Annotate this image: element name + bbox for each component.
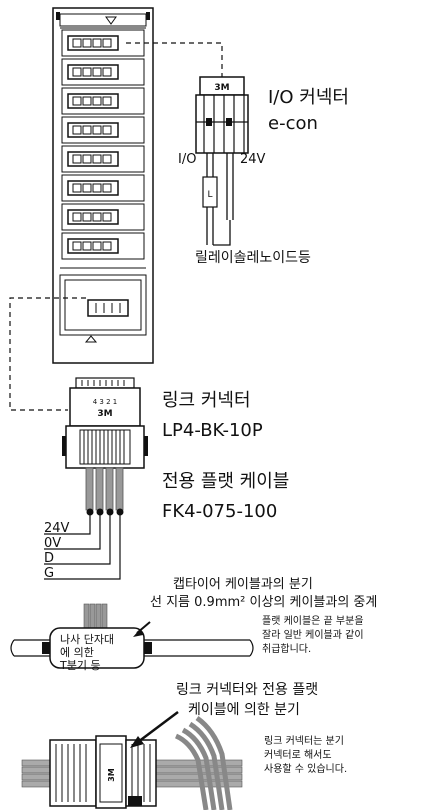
link-note-line-3: 사용할 수 있습니다. (264, 763, 347, 775)
flat-note-line-1: 플랫 케이블은 끝 부분을 (262, 615, 364, 627)
econ-label: e-con (268, 113, 318, 134)
dashed-link-econ (126, 42, 223, 78)
wire-g-label: G (44, 566, 54, 581)
screw-terminal-branch (10, 603, 254, 669)
link-connector-label: 링크 커넥터 (162, 390, 251, 411)
flat-note-line-2: 잘라 일반 케이블과 같이 (262, 629, 364, 641)
terminal-line-2: 에 의한 (60, 646, 94, 659)
io-slot-7 (61, 203, 145, 231)
io-slot-8 (61, 232, 145, 260)
io-connector-label: I/O 커넥터 (268, 87, 349, 108)
v24-top-label: 24V (240, 152, 266, 167)
link-brand-label: 3M (97, 409, 112, 419)
terminal-line-1: 나사 단자대 (60, 633, 114, 646)
wire-breakout (44, 508, 124, 580)
bottom-brand-label: 3M (107, 768, 116, 782)
terminal-line-3: T분기 등 (59, 659, 101, 672)
relay-note-label: 선 지름 0.9mm² 이상의 케이블과의 중계 (150, 595, 377, 610)
link-connector: 4 3 2 1 3M (62, 377, 148, 511)
dashed-link-lp4 (9, 297, 86, 411)
econ-connector: 3M L (195, 76, 249, 246)
relay-label: 릴레이솔레노이드등 (195, 250, 311, 266)
io-slot-1 (61, 29, 145, 57)
io-slot-5 (61, 145, 145, 173)
io-slot-4 (61, 116, 145, 144)
io-slot-6 (61, 174, 145, 202)
link-note-line-1: 링크 커넥터는 분기 (264, 735, 344, 747)
flat-note-line-3: 취급합니다. (262, 643, 311, 655)
cabtyre-branch-label: 캡타이어 케이블과의 분기 (173, 577, 313, 592)
io-wire-label: I/O (178, 152, 196, 167)
io-slot-2 (61, 58, 145, 86)
pin-numbers-label: 4 3 2 1 (93, 398, 118, 406)
econ-brand-label: 3M (214, 83, 229, 93)
lp4-part-label: LP4-BK-10P (162, 420, 263, 441)
fk4-part-label: FK4-075-100 (162, 501, 277, 522)
relay-symbol-icon: L (207, 190, 212, 200)
wire-0v-label: 0V (44, 536, 61, 551)
link-note-line-2: 커넥터로 해서도 (264, 748, 332, 761)
wire-d-label: D (44, 551, 54, 566)
flat-cable-label: 전용 플랫 케이블 (162, 471, 289, 492)
io-slot-3 (61, 87, 145, 115)
link-branch-assembly: 3M (21, 711, 243, 810)
wire-24v-label: 24V (44, 521, 70, 536)
link-branch-line-2: 케이블에 의한 분기 (188, 702, 300, 718)
link-branch-line-1: 링크 커넥터와 전용 플랫 (176, 682, 318, 698)
